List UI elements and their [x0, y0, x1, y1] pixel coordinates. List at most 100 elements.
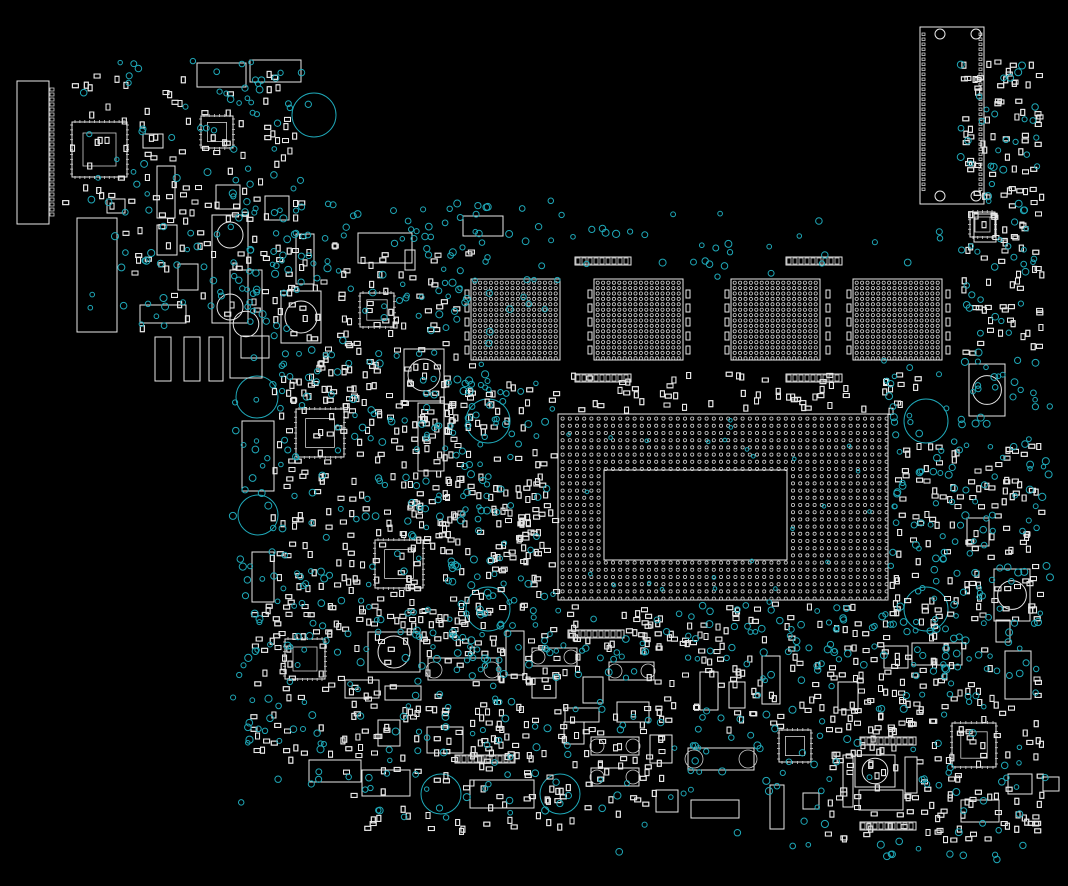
via	[286, 104, 294, 112]
via	[270, 248, 278, 255]
passive	[644, 706, 652, 712]
via	[564, 791, 573, 800]
via	[459, 244, 466, 251]
component	[142, 133, 164, 149]
passive	[925, 829, 931, 836]
passive	[548, 397, 556, 403]
passive	[325, 524, 333, 530]
passive	[288, 302, 296, 308]
via	[309, 619, 317, 627]
passive	[444, 380, 450, 388]
via	[472, 210, 480, 218]
passive	[438, 532, 446, 538]
via	[255, 85, 264, 94]
via	[453, 375, 462, 384]
via	[937, 470, 944, 476]
passive	[288, 458, 296, 464]
via	[477, 461, 483, 468]
via	[442, 723, 450, 731]
via	[159, 222, 168, 231]
passive	[790, 393, 796, 401]
via	[820, 819, 829, 829]
passive	[467, 483, 475, 489]
via	[533, 433, 540, 439]
cpu-bga-cavity	[603, 469, 788, 561]
passive	[630, 795, 638, 801]
passive	[971, 546, 979, 552]
pad	[49, 127, 55, 132]
passive	[432, 485, 440, 491]
via	[751, 454, 756, 459]
via	[940, 548, 948, 556]
passive	[274, 621, 282, 627]
passive	[456, 662, 464, 668]
chip-qfn	[358, 291, 396, 329]
header-strip	[785, 373, 843, 383]
via	[315, 768, 323, 776]
passive	[287, 660, 293, 668]
memory-chip	[470, 278, 561, 361]
via	[711, 575, 717, 580]
pad	[530, 649, 546, 665]
via	[940, 711, 948, 718]
passive	[413, 472, 419, 480]
passive	[393, 316, 399, 324]
passive	[457, 510, 465, 516]
via	[320, 574, 329, 583]
passive	[387, 613, 395, 619]
passive	[977, 340, 985, 346]
via	[533, 493, 542, 501]
passive	[713, 649, 721, 655]
via	[931, 595, 938, 602]
component	[76, 217, 118, 333]
passive	[379, 542, 387, 548]
passive	[878, 685, 884, 692]
passive	[893, 575, 899, 582]
via	[685, 632, 692, 640]
passive	[423, 639, 431, 645]
via	[840, 616, 848, 624]
passive	[128, 198, 136, 204]
pad	[825, 331, 831, 341]
passive	[339, 519, 347, 525]
pad	[978, 172, 983, 176]
passive	[554, 709, 562, 715]
via	[832, 758, 841, 766]
passive	[382, 318, 390, 324]
passive	[340, 428, 348, 434]
passive	[799, 400, 807, 406]
via	[110, 232, 120, 241]
inductor-core	[284, 300, 318, 334]
via	[981, 703, 987, 710]
passive	[380, 767, 386, 775]
via	[497, 620, 505, 628]
passive	[505, 518, 512, 524]
passive	[165, 242, 171, 250]
passive	[158, 224, 166, 230]
passive	[279, 412, 285, 420]
via	[805, 644, 813, 652]
memory-chip	[852, 278, 943, 361]
mounting-hole	[237, 494, 279, 536]
via	[989, 527, 996, 534]
passive	[754, 397, 760, 405]
passive	[1010, 320, 1016, 328]
pad	[921, 152, 926, 156]
passive	[1032, 265, 1038, 273]
via	[764, 787, 774, 796]
via	[291, 603, 298, 609]
via	[322, 533, 330, 541]
via	[1046, 573, 1054, 582]
via	[983, 515, 990, 522]
passive	[260, 251, 268, 257]
via	[317, 599, 326, 607]
via	[344, 630, 352, 638]
passive	[546, 774, 554, 780]
passive	[835, 727, 843, 733]
via	[549, 406, 556, 412]
via	[356, 712, 365, 720]
via	[958, 420, 966, 429]
passive	[1034, 828, 1042, 834]
passive	[882, 620, 888, 628]
via	[1004, 638, 1013, 646]
